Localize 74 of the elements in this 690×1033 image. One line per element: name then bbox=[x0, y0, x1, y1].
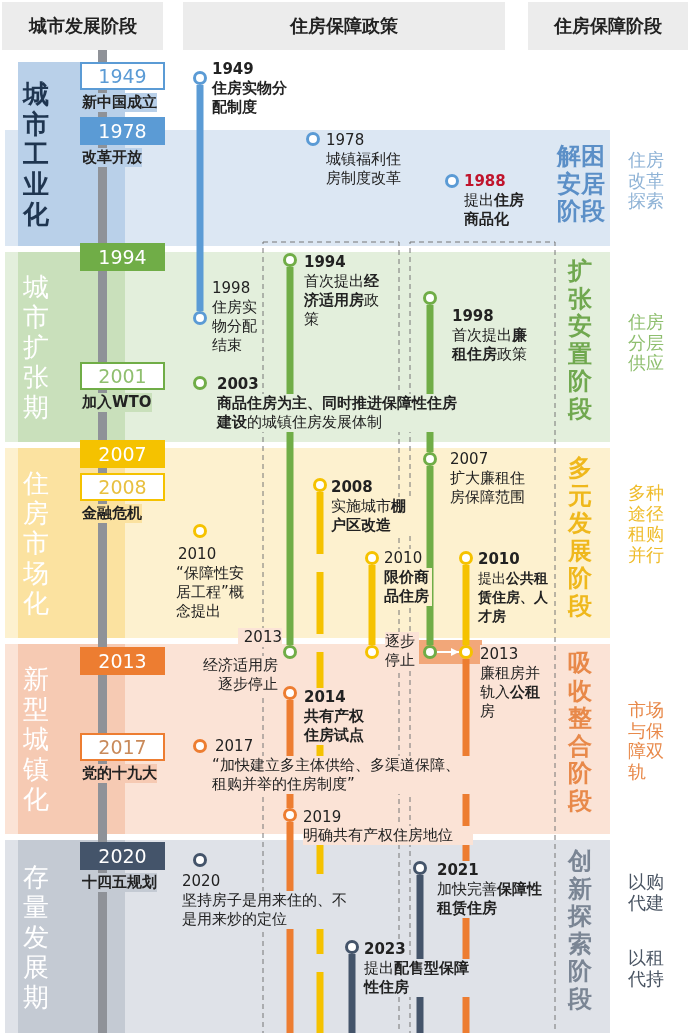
event-label: 党的十九大 bbox=[82, 764, 157, 783]
year-box: 2007 bbox=[80, 440, 165, 468]
timeline-line bbox=[286, 267, 294, 645]
timeline-marker bbox=[193, 853, 207, 867]
timeline-marker bbox=[283, 808, 297, 822]
timeline-marker bbox=[306, 132, 320, 146]
stage-label: 解困安居阶段 bbox=[557, 143, 605, 226]
year-text: 2010 bbox=[384, 549, 423, 568]
stage-label: 扩张安置阶段 bbox=[568, 258, 592, 424]
year-box: 2020 bbox=[80, 842, 165, 870]
policy-text: 逐步停止 bbox=[385, 632, 419, 670]
policy-text: 明确共有产权住房地位 bbox=[303, 826, 473, 845]
timeline-marker bbox=[423, 452, 437, 466]
phase-label: 市场与保障双轨 bbox=[628, 700, 664, 783]
year-text: 2014 bbox=[304, 688, 346, 707]
timeline-marker bbox=[365, 551, 379, 565]
timeline-marker bbox=[193, 524, 207, 538]
policy-text: “加快建立多主体供给、多渠道保障、租购并举的住房制度” bbox=[212, 756, 471, 794]
stage-label: 多元发展阶段 bbox=[568, 455, 592, 621]
stage-label: 创新探索阶段 bbox=[568, 848, 592, 1014]
phase-label: 住房改革探索 bbox=[628, 150, 664, 213]
column-header: 城市发展阶段 bbox=[2, 2, 163, 50]
timeline-marker bbox=[445, 174, 459, 188]
timeline-marker bbox=[193, 376, 207, 390]
year-text: 2023 bbox=[364, 940, 406, 959]
timeline-marker bbox=[283, 253, 297, 267]
phase-label: 以购代建 bbox=[628, 872, 664, 914]
year-box: 1949 bbox=[80, 62, 165, 90]
timeline-marker bbox=[459, 551, 473, 565]
era-label: 城市工业化 bbox=[23, 79, 49, 229]
year-box: 2001 bbox=[80, 362, 165, 390]
year-text: 2019 bbox=[303, 808, 342, 827]
timeline-marker bbox=[345, 940, 359, 954]
timeline-marker bbox=[313, 478, 327, 492]
policy-text: 限价商品住房 bbox=[384, 568, 432, 606]
stage-label: 吸收整合阶段 bbox=[568, 650, 592, 816]
year-box: 2013 bbox=[80, 647, 165, 675]
event-label: 改革开放 bbox=[82, 148, 142, 167]
event-label: 十四五规划 bbox=[82, 873, 157, 892]
column-header: 住房保障阶段 bbox=[528, 2, 688, 50]
event-label: 新中国成立 bbox=[82, 93, 157, 112]
timeline-marker bbox=[365, 645, 379, 659]
timeline-marker bbox=[283, 686, 297, 700]
timeline-line bbox=[426, 466, 434, 645]
column-header: 住房保障政策 bbox=[183, 2, 505, 50]
timeline-marker bbox=[423, 291, 437, 305]
phase-label: 住房分层供应 bbox=[628, 312, 664, 375]
year-text: 2021 bbox=[437, 861, 479, 880]
year-box: 2017 bbox=[80, 733, 165, 761]
phase-label: 以租代持 bbox=[628, 948, 664, 990]
year-box: 1978 bbox=[80, 117, 165, 145]
era-label: 新型城镇化 bbox=[23, 664, 49, 814]
year-box: 2008 bbox=[80, 473, 165, 501]
policy-text: 经济适用房逐步停止 bbox=[200, 656, 278, 694]
timeline-line bbox=[462, 565, 470, 645]
event-label: 加入WTO bbox=[82, 393, 152, 412]
arrow bbox=[436, 648, 460, 656]
event-label: 金融危机 bbox=[82, 504, 142, 523]
phase-label: 多种途径租购并行 bbox=[628, 483, 664, 566]
timeline-marker bbox=[283, 645, 297, 659]
era-label: 城市扩张期 bbox=[23, 272, 49, 422]
timeline-line bbox=[348, 954, 356, 1033]
timeline-marker bbox=[193, 739, 207, 753]
year-text: 2013 bbox=[480, 645, 519, 664]
year-text: 2013 bbox=[238, 628, 282, 647]
year-box: 1994 bbox=[80, 243, 165, 271]
timeline-marker bbox=[193, 71, 207, 85]
era-label: 住房市场化 bbox=[23, 468, 49, 618]
policy-text: 实施城市棚户区改造 bbox=[331, 497, 411, 535]
timeline-line bbox=[368, 565, 376, 645]
timeline-marker bbox=[413, 861, 427, 875]
timeline-marker bbox=[193, 311, 207, 325]
era-label: 存量发展期 bbox=[23, 861, 49, 1012]
timeline-line bbox=[196, 85, 204, 311]
